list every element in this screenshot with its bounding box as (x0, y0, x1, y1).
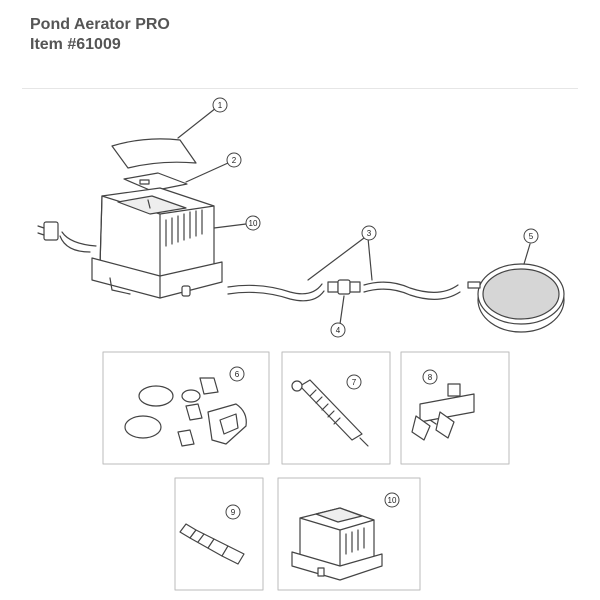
panel-part-8 (400, 351, 510, 465)
callout-circle-7 (346, 374, 362, 390)
product-title: Pond Aerator PRO (30, 16, 170, 33)
callout-label-2: 2 (232, 156, 237, 165)
callout-circle-6 (229, 366, 245, 382)
connector-part (327, 279, 361, 325)
callout-circle-10a (245, 215, 261, 231)
diaphragm-kit-part (124, 377, 247, 447)
air-stone-part (467, 243, 565, 333)
header-divider (22, 88, 578, 89)
barbed-fitting-part (179, 523, 245, 565)
top-cover-part (123, 162, 229, 192)
item-number: Item #61009 (30, 36, 121, 53)
panel-part-6 (102, 351, 270, 465)
callout-label-3: 3 (367, 229, 372, 238)
callout-label-8: 8 (428, 373, 433, 382)
callout-circle-10b (384, 492, 400, 508)
callout-circle-1 (212, 97, 228, 113)
callout-label-4: 4 (336, 326, 341, 335)
cartridge-part (291, 379, 369, 447)
callout-label-10a: 10 (249, 219, 258, 228)
panel-part-7 (281, 351, 391, 465)
callout-label-6: 6 (235, 370, 240, 379)
callout-circle-9 (225, 504, 241, 520)
callout-circle-4 (330, 322, 346, 338)
tubing-part (227, 237, 461, 302)
filter-sheet-part (111, 107, 217, 169)
callout-circle-5 (523, 228, 539, 244)
callout-label-7: 7 (352, 378, 357, 387)
callout-circle-3 (361, 225, 377, 241)
panel-part-9 (174, 477, 264, 591)
pump-complete-part (291, 507, 383, 581)
callout-label-5: 5 (529, 232, 534, 241)
manifold-part (411, 383, 475, 441)
callout-label-9: 9 (231, 508, 236, 517)
panel-part-10 (277, 477, 421, 591)
callout-circle-8 (422, 369, 438, 385)
callout-circle-2 (226, 152, 242, 168)
callout-label-1: 1 (218, 101, 223, 110)
pump-main-part (37, 187, 247, 299)
callout-label-10b: 10 (388, 496, 397, 505)
